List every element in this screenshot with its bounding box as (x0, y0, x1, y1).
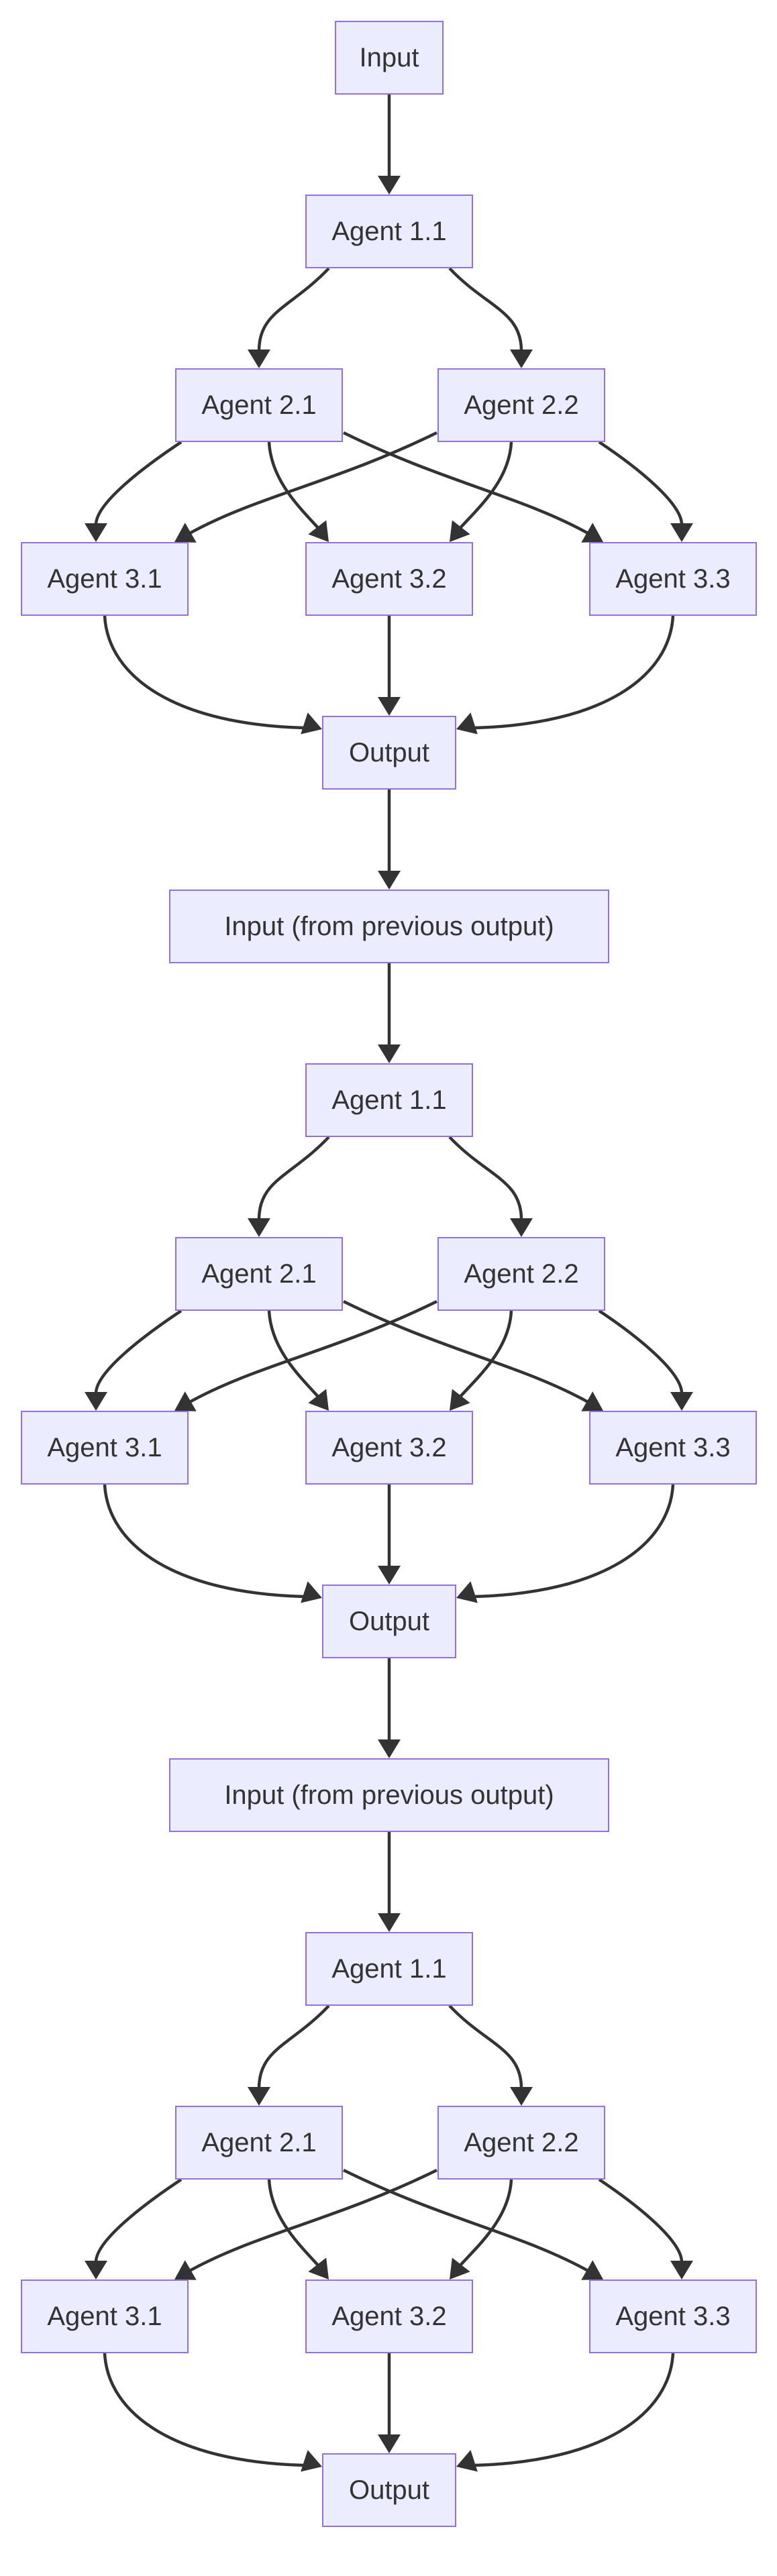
edge-a22-b-to-a33-b (598, 1309, 684, 1394)
node-a32-b: Agent 3.2 (305, 1411, 473, 1485)
arrowhead-icon (378, 1913, 401, 1932)
edge-a33-a-to-out-a (473, 615, 675, 730)
node-a33-a: Agent 3.3 (589, 542, 757, 616)
node-a31-b: Agent 3.1 (21, 1411, 189, 1485)
arrowhead-icon (248, 2087, 270, 2106)
node-a32-a: Agent 3.2 (305, 542, 473, 616)
arrowhead-icon (378, 1566, 401, 1585)
arrowhead-icon (248, 350, 270, 368)
arrowhead-icon (456, 2450, 478, 2472)
node-a11-a: Agent 1.1 (305, 195, 473, 268)
node-a33-b: Agent 3.3 (589, 1411, 757, 1485)
arrowhead-icon (85, 1392, 107, 1411)
edge-a22-a-to-a31-a (186, 431, 437, 536)
node-out-a: Output (322, 716, 456, 790)
arrowhead-icon (308, 520, 329, 542)
edge-a21-c-to-a31-c (94, 2178, 183, 2263)
arrowhead-icon (670, 2261, 693, 2279)
edge-a22-c-to-a32-c (458, 2179, 513, 2268)
arrowhead-icon (85, 2261, 107, 2279)
arrowhead-icon (378, 1044, 401, 1063)
edge-a31-b-to-out-b (103, 1484, 305, 1599)
node-input-b: Input (from previous output) (169, 890, 609, 963)
node-a31-c: Agent 3.1 (21, 2279, 189, 2353)
node-a21-a: Agent 2.1 (175, 368, 343, 442)
arrowhead-icon (450, 520, 470, 542)
node-a21-c: Agent 2.1 (175, 2106, 343, 2180)
node-a11-c: Agent 1.1 (305, 1932, 473, 2006)
node-a22-b: Agent 2.2 (437, 1237, 605, 1311)
node-a31-a: Agent 3.1 (21, 542, 189, 616)
node-input-c: Input (from previous output) (169, 1758, 609, 1832)
edge-a11-a-to-a22-a (448, 267, 523, 352)
arrowhead-icon (450, 2257, 470, 2279)
arrowhead-icon (378, 176, 401, 195)
edge-a21-a-to-a33-a (343, 431, 592, 536)
edge-a33-b-to-out-b (473, 1484, 675, 1599)
arrowhead-icon (308, 1389, 329, 1411)
edge-a22-c-to-a33-c (598, 2178, 684, 2263)
edge-a22-b-to-a32-b (458, 1310, 513, 1399)
edge-a11-c-to-a21-c (257, 2004, 330, 2089)
node-a21-b: Agent 2.1 (175, 1237, 343, 1311)
arrowhead-icon (378, 1739, 401, 1758)
arrowhead-icon (510, 350, 533, 368)
arrowhead-icon (85, 523, 107, 542)
arrowhead-icon (456, 1581, 478, 1603)
edge-a11-a-to-a21-a (257, 267, 330, 352)
arrowhead-icon (456, 712, 478, 735)
arrowhead-icon (378, 697, 401, 716)
node-a22-c: Agent 2.2 (437, 2106, 605, 2180)
edge-a21-a-to-a31-a (94, 441, 183, 525)
arrowhead-icon (174, 2260, 197, 2280)
arrowhead-icon (450, 1389, 470, 1411)
node-out-c: Output (322, 2453, 456, 2527)
edge-a22-c-to-a31-c (186, 2168, 437, 2273)
edge-a22-a-to-a33-a (598, 441, 684, 525)
arrowhead-icon (670, 1392, 693, 1411)
arrowhead-icon (378, 2434, 401, 2453)
arrowhead-icon (301, 1581, 322, 1603)
node-a33-c: Agent 3.3 (589, 2279, 757, 2353)
arrowhead-icon (301, 2450, 322, 2472)
node-input-a: Input (335, 21, 444, 95)
edge-a11-c-to-a22-c (448, 2004, 523, 2089)
edge-a21-c-to-a33-c (343, 2168, 592, 2273)
edge-a33-c-to-out-c (473, 2353, 675, 2467)
arrowhead-icon (510, 1218, 533, 1237)
edge-a21-b-to-a33-b (343, 1299, 592, 1405)
arrowhead-icon (581, 523, 603, 543)
arrowhead-icon (378, 871, 401, 890)
node-a32-c: Agent 3.2 (305, 2279, 473, 2353)
arrowhead-icon (248, 1218, 270, 1237)
edge-a22-b-to-a31-b (186, 1299, 437, 1405)
arrowhead-icon (174, 1391, 197, 1411)
node-a22-a: Agent 2.2 (437, 368, 605, 442)
arrowhead-icon (581, 2260, 603, 2280)
edge-a31-c-to-out-c (103, 2353, 305, 2467)
node-a11-b: Agent 1.1 (305, 1063, 473, 1137)
arrowhead-icon (308, 2257, 329, 2279)
arrowhead-icon (301, 712, 322, 735)
arrowhead-icon (174, 523, 197, 543)
arrowhead-icon (581, 1391, 603, 1411)
edge-a22-a-to-a32-a (458, 441, 513, 531)
arrowhead-icon (510, 2087, 533, 2106)
edge-a31-a-to-out-a (103, 615, 305, 730)
edge-a21-b-to-a31-b (94, 1309, 183, 1394)
arrowhead-icon (670, 523, 693, 542)
edge-a11-b-to-a21-b (257, 1136, 330, 1220)
edge-a11-b-to-a22-b (448, 1136, 523, 1220)
node-out-b: Output (322, 1585, 456, 1658)
